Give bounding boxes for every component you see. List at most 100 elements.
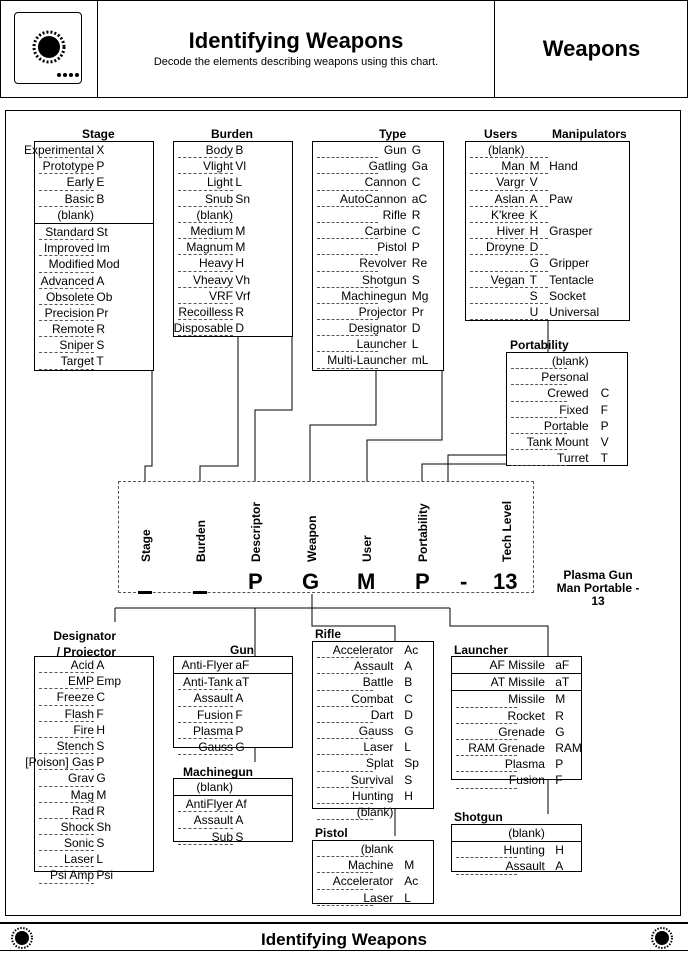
row-divider (39, 303, 94, 305)
designator-row-code: F (96, 706, 104, 721)
gun-row-name: Anti-Flyer (181, 658, 233, 672)
row-divider (178, 811, 233, 813)
row-divider (511, 384, 567, 386)
row-divider (317, 238, 378, 240)
designator-row-name: Mag (70, 787, 94, 802)
gun-title: Gun (230, 643, 254, 657)
row-divider (511, 368, 567, 370)
type-row-name: Designator (348, 321, 407, 336)
row-divider (470, 302, 548, 304)
users-row-code: D (529, 240, 539, 255)
users-row-manipulator: Paw (549, 191, 573, 206)
burden-row-code: B (235, 143, 244, 157)
rifle-row-code: H (404, 788, 413, 803)
row-divider (39, 785, 94, 787)
burden-row-name: Body (205, 143, 233, 157)
portability-row-name: Portable (543, 418, 589, 433)
row-divider (39, 205, 94, 207)
designator-row-code: Psi (96, 868, 114, 883)
stage-row-code: St (96, 224, 108, 239)
machinegun-row-code: Af (235, 797, 247, 812)
type-row-code: R (411, 207, 421, 222)
rifle-row-code: Ac (404, 643, 419, 657)
stage-row-name: Standard (45, 224, 94, 239)
pistol-row-name: Machine (348, 858, 394, 873)
row-divider (317, 721, 373, 723)
code-blank-stage (138, 591, 152, 594)
stage-row-code: A (96, 273, 105, 288)
burden-row-code: M (235, 240, 246, 255)
gun-row-name: Assault (193, 691, 233, 706)
row-divider (317, 802, 373, 804)
shotgun-title: Shotgun (454, 810, 503, 824)
shotgun-row-code: A (555, 859, 564, 874)
burden-row-name: Medium (190, 223, 233, 238)
burden-title: Burden (211, 127, 253, 141)
type-title: Type (379, 127, 407, 141)
code-label-burden: Burden (194, 520, 208, 562)
stage-title: Stage (82, 127, 115, 141)
gun-row-name: Plasma (192, 723, 233, 738)
rifle-row-code: D (404, 707, 413, 722)
type-row-name: Cannon (364, 175, 407, 190)
stage-row-code: Pr (96, 305, 109, 320)
rifle-row-code: Sp (404, 756, 419, 771)
row-divider (511, 400, 567, 402)
rifle-row: (blank) (313, 804, 433, 821)
row-divider (39, 850, 94, 852)
row-divider (39, 320, 94, 322)
type-row-name: Gun (383, 143, 407, 157)
portability-row-code: C (600, 386, 610, 401)
code-box (118, 481, 534, 593)
code-label-portability: Portability (416, 503, 430, 562)
shotgun-row-code: H (555, 843, 564, 858)
machinegun-row-code: A (235, 813, 244, 828)
type-row-name: Shotgun (361, 272, 407, 287)
users-row-name: Vegan (490, 272, 525, 287)
rifle-row-code: L (404, 740, 411, 755)
row-divider (470, 173, 548, 175)
code-label-tech-level: Tech Level (500, 500, 514, 562)
stage-row-name: Precision (44, 305, 94, 320)
portability-row-name: Turret (557, 451, 589, 466)
row-divider (39, 769, 94, 771)
designator-row-code: L (96, 852, 104, 867)
launcher-row-code: G (555, 724, 565, 739)
row-divider (178, 173, 233, 175)
row-divider (39, 271, 94, 273)
users-row-code: K (529, 207, 538, 222)
gun-row-code: aF (235, 658, 250, 672)
type-row-name: Rifle (382, 207, 407, 222)
row-divider (317, 673, 373, 675)
users-row-name: Man (501, 159, 525, 174)
launcher-row-code: R (555, 708, 564, 723)
launcher-title: Launcher (454, 643, 509, 657)
